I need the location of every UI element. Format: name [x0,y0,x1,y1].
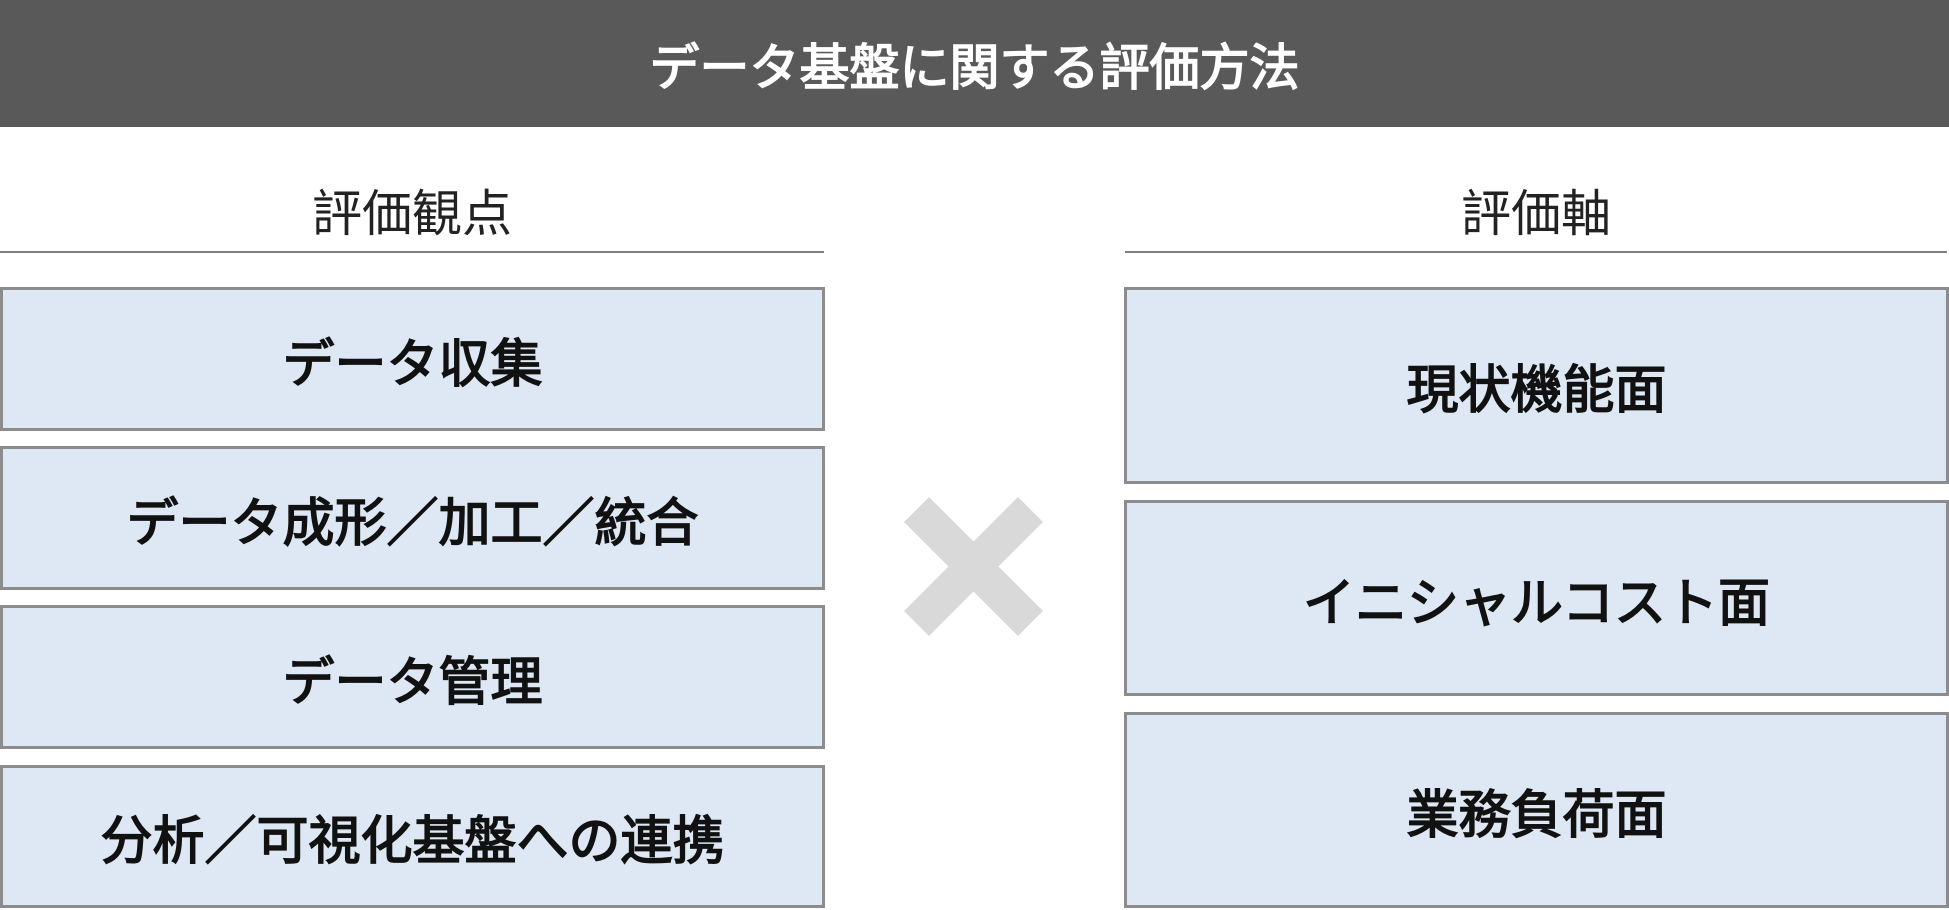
axis-box: イニシャルコスト面 [1124,500,1949,696]
viewpoint-box: 分析／可視化基盤への連携 [0,765,825,908]
evaluation-axes-heading: 評価軸 [1461,185,1611,243]
multiply-icon [904,497,1043,636]
viewpoint-box: データ管理 [0,605,825,749]
viewpoint-box: データ成形／加工／統合 [0,446,825,590]
axis-box: 現状機能面 [1124,287,1949,484]
evaluation-viewpoints-heading: 評価観点 [312,185,512,243]
left-divider [0,251,824,253]
page-title: データ基盤に関する評価方法 [0,0,1949,127]
axis-box: 業務負荷面 [1124,712,1949,908]
right-divider [1125,251,1947,253]
viewpoint-box: データ収集 [0,287,825,431]
